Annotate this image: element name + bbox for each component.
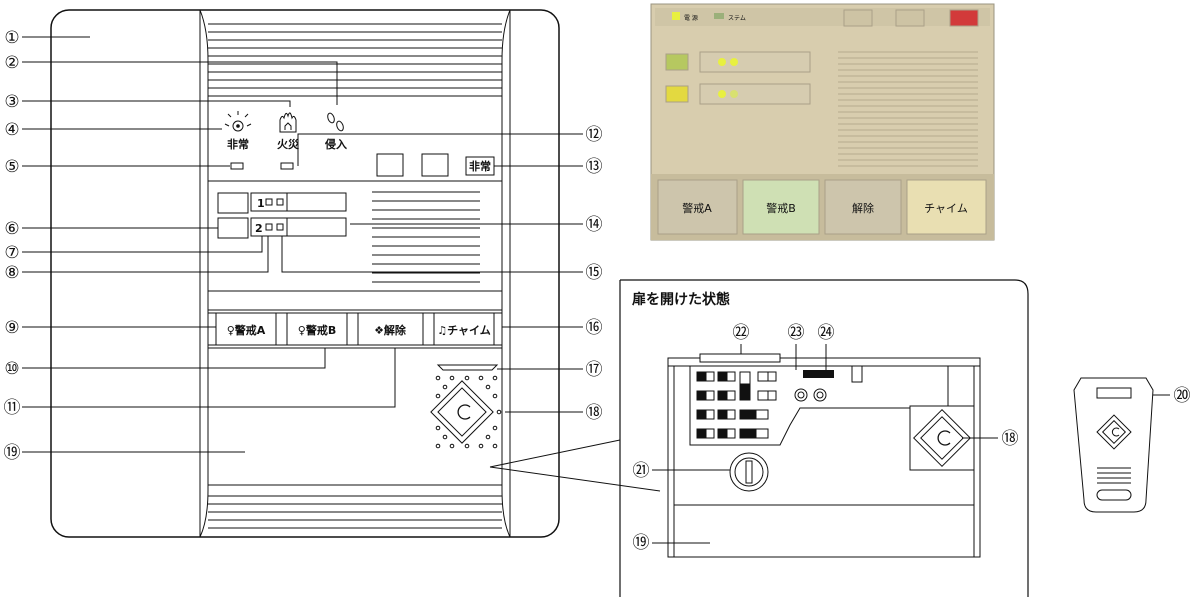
control-panel: 非常 火災 侵入 非常 1 2 ♀警戒A	[50, 9, 560, 538]
line-2-display	[250, 217, 347, 237]
system-label: ステム	[728, 15, 746, 22]
photo-guard-b-label: 警戒B	[766, 201, 796, 215]
callout-5: ⑤	[4, 157, 19, 177]
callout-18: ⑱	[586, 403, 603, 423]
photo-chime-button	[906, 179, 987, 235]
indicator-box-2	[421, 153, 449, 177]
line-1-display	[250, 192, 347, 212]
bottom-grille	[208, 495, 502, 529]
callout-1: ①	[4, 28, 19, 48]
photo-chime-label: チャイム	[924, 202, 968, 215]
remote-key	[1073, 377, 1170, 513]
power-label: 電 源	[684, 14, 698, 22]
guard-b-label: ♀警戒B	[298, 323, 336, 337]
top-grille	[208, 23, 502, 89]
speaker-grille	[372, 191, 480, 283]
power-led	[672, 12, 680, 20]
line-2-number: 2	[255, 222, 263, 235]
callout-13: ⑬	[586, 157, 603, 177]
emergency-icon	[224, 111, 252, 132]
inset-key-reader-icon	[913, 409, 971, 467]
callout-8: ⑧	[4, 263, 19, 283]
speaker-dots	[431, 375, 502, 449]
door-open-inset: 扉を開けた状態	[619, 279, 1029, 597]
photo-speaker-grille	[838, 51, 978, 167]
photo-release-label: 解除	[852, 201, 874, 215]
photo-release-button	[824, 179, 902, 235]
callout-10: ⑩	[4, 359, 19, 379]
chime-label: ♫チャイム	[437, 324, 491, 337]
callout-23: ㉓	[788, 323, 805, 343]
callout-11: ⑪	[4, 398, 21, 418]
photo-guard-a-label: 警戒A	[682, 201, 712, 215]
release-button[interactable]	[357, 312, 424, 346]
fire-icon	[279, 112, 297, 133]
callout-21: ㉑	[633, 461, 650, 481]
callout-20: ⑳	[1174, 386, 1191, 406]
key-lock-icon	[729, 452, 769, 492]
callout-16: ⑯	[586, 318, 603, 338]
guard-a-label: ♀警戒A	[227, 323, 266, 337]
callout-9: ⑨	[4, 318, 19, 338]
callout-24: ㉔	[818, 323, 835, 343]
photo-guard-b-button	[742, 179, 820, 235]
dip-switches	[696, 371, 777, 439]
dial-24-icon	[813, 388, 827, 402]
mic-slot	[436, 364, 499, 371]
panel-photo: 電 源 ステム 警戒A 警戒B 解除 チャイム	[650, 3, 995, 241]
callout-15: ⑮	[586, 263, 603, 283]
dial-23-icon	[794, 388, 808, 402]
key-reader-icon	[430, 380, 494, 444]
inset-title: 扉を開けた状態	[632, 291, 730, 308]
intrusion-label: 侵入	[324, 137, 347, 151]
intrusion-icon	[327, 112, 344, 132]
callout-22: ㉒	[733, 323, 750, 343]
callout-14: ⑭	[586, 215, 603, 235]
callout-12: ⑫	[586, 125, 603, 145]
callout-19-inset: ⑲	[633, 533, 650, 553]
emergency-button-label: 非常	[469, 159, 491, 173]
callout-7: ⑦	[4, 243, 19, 263]
fire-led	[280, 162, 294, 170]
callout-17: ⑰	[586, 360, 603, 380]
guard-b-button[interactable]	[286, 312, 348, 346]
callout-lines	[22, 36, 661, 492]
fire-label: 火災	[277, 138, 300, 151]
release-label: ❖解除	[374, 323, 407, 337]
callout-18-inset: ⑱	[1002, 429, 1019, 449]
callout-2: ②	[4, 53, 19, 73]
inset-callout-lines	[652, 344, 998, 544]
line-1-number: 1	[257, 197, 265, 210]
indicator-box-1	[376, 153, 404, 177]
callout-4: ④	[4, 120, 19, 140]
guard-a-button[interactable]	[215, 312, 277, 346]
photo-guard-a-button	[657, 179, 738, 235]
emergency-label: 非常	[227, 137, 249, 151]
callout-6: ⑥	[4, 219, 19, 239]
callout-numbers: ① ② ③ ④ ⑤ ⑥ ⑦ ⑧ ⑨ ⑩ ⑪ ⑲ ⑫ ⑬ ⑭ ⑮ ⑯ ⑰ ⑱ ㉒ …	[4, 28, 1191, 553]
callout-19-left: ⑲	[4, 443, 21, 463]
emergency-led	[230, 162, 244, 170]
callout-3: ③	[4, 92, 19, 112]
remote-key-reader-icon	[1096, 414, 1132, 450]
